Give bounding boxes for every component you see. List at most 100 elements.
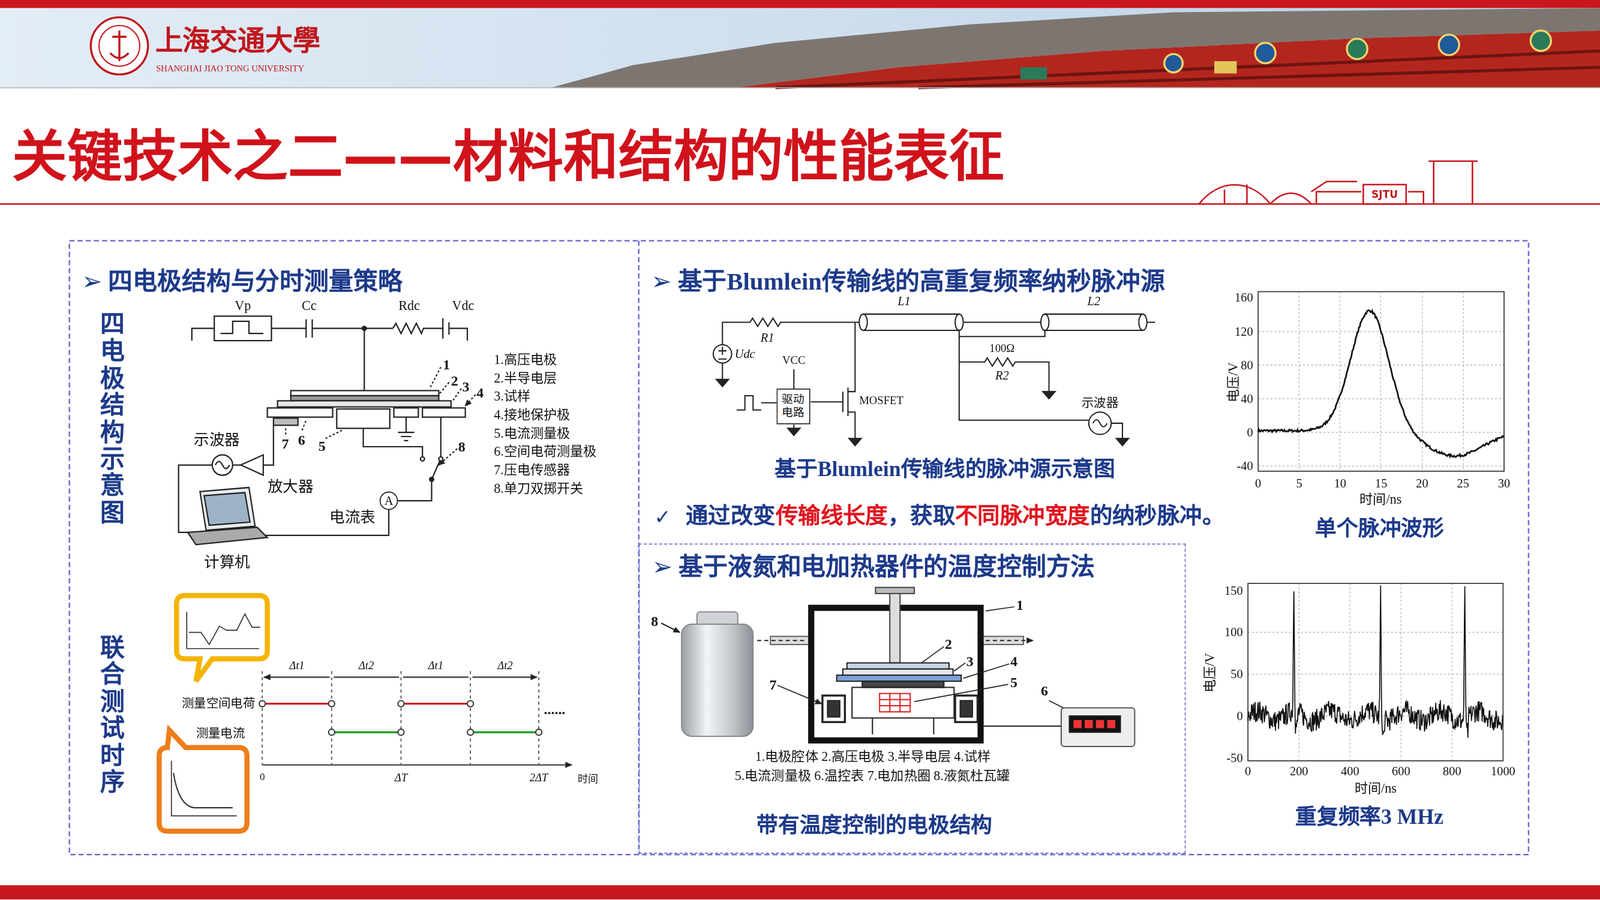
- four-electrode-circuit: [271, 319, 393, 338]
- four-electrode-circuit: [431, 461, 440, 480]
- axis-title: 时间/ns: [1354, 780, 1397, 797]
- temperature-rig: [983, 725, 1062, 728]
- title-rule: [1428, 161, 1478, 204]
- timing-dot: [467, 729, 474, 736]
- part-label: Vdc: [451, 298, 474, 315]
- title-rule: [1311, 181, 1424, 204]
- blumlein-circuit: [963, 321, 1041, 323]
- note-text: 的纳秒脉冲。: [1090, 503, 1226, 530]
- header-banner: [0, 8, 1600, 89]
- timing-diagram: [158, 595, 572, 832]
- part-label: 放大器: [267, 477, 314, 497]
- four-electrode-circuit: [438, 457, 443, 462]
- axis-tick: 200: [1289, 764, 1309, 779]
- blumlein-circuit: [1138, 314, 1148, 331]
- callout-number: 6: [1040, 683, 1049, 702]
- axis-tick: 10: [1334, 476, 1347, 491]
- timing-diagram: [176, 595, 267, 682]
- four-electrode-circuit: [420, 457, 425, 462]
- callout-number: 5: [318, 438, 326, 456]
- four-electrode-circuit: [273, 418, 299, 426]
- timing-diagram: [262, 703, 471, 705]
- axis-title: 电压/V: [1224, 362, 1241, 403]
- temperature-rig: [851, 687, 954, 719]
- timing-diagram: [188, 614, 261, 645]
- four-electrode-circuit: [240, 455, 263, 476]
- four-electrode-circuit: [397, 417, 414, 441]
- blumlein-circuit: [722, 318, 864, 345]
- section-heading: ➢ 四电极结构与分时测量策略: [81, 267, 402, 297]
- part-label: 1.电极腔体 2.高压电极 3.半导电层 4.试样: [755, 748, 991, 765]
- blumlein-circuit: [1093, 419, 1108, 428]
- callout-number: 1: [1016, 598, 1024, 616]
- bottom-bar: [0, 885, 1600, 900]
- part-label: 7.压电传感器: [493, 462, 570, 479]
- logo-text: SJTU: [1371, 188, 1398, 201]
- header-banner: [0, 0, 1600, 9]
- component-label: L1: [897, 293, 911, 309]
- pulse-train-chart: [1247, 583, 1503, 762]
- part-label: 电流表: [329, 508, 376, 527]
- part-label: 5.电流测量极 6.温控表 7.电加热圈 8.液氮杜瓦罐: [734, 768, 1011, 785]
- timing-label: ΔT: [394, 771, 408, 785]
- four-electrode-circuit: [285, 420, 458, 466]
- four-electrode-circuit: [263, 425, 274, 465]
- callout-number: 8: [650, 614, 659, 632]
- temperature-rig: [1069, 716, 1121, 733]
- content-panel: [69, 240, 1529, 855]
- temperature-rig: [661, 623, 680, 633]
- four-electrode-circuit: [429, 367, 476, 407]
- timing-diagram: [171, 761, 237, 817]
- title-rule: [1363, 184, 1406, 204]
- four-electrode-circuit: [260, 506, 389, 536]
- blumlein-circuit: [718, 346, 727, 359]
- pulse-chart: [1258, 291, 1505, 471]
- temperature-rig: [842, 669, 954, 676]
- driver-circuit-box: 驱动电路: [776, 388, 810, 425]
- four-electrode-circuit: [215, 461, 230, 470]
- axis-tick: 80: [1240, 358, 1253, 373]
- axis-tick: 5: [1295, 476, 1302, 491]
- header-banner: [1020, 67, 1047, 80]
- temperature-rig: [1073, 720, 1082, 729]
- four-electrode-circuit: [422, 407, 465, 417]
- callout-number: 7: [769, 677, 777, 695]
- header-banner: [0, 86, 1600, 89]
- temperature-rig: [879, 694, 911, 713]
- blumlein-circuit: [859, 314, 868, 331]
- timing-label: Δt2: [358, 659, 375, 673]
- axis-tick: -40: [1236, 458, 1253, 474]
- axis-tick: 160: [1234, 290, 1254, 305]
- axis-tick: 30: [1498, 476, 1511, 491]
- temperature-rig: [1061, 707, 1135, 747]
- temperature-rig: [822, 695, 845, 723]
- temperature-rig: [875, 587, 915, 594]
- four-electrode-circuit: [214, 316, 272, 341]
- blumlein-circuit: [848, 438, 861, 446]
- four-electrode-circuit: [394, 407, 419, 417]
- part-label: Cc: [301, 298, 317, 315]
- temperature-rig: [836, 675, 962, 682]
- four-electrode-circuit: [199, 487, 255, 531]
- blumlein-circuit: [787, 428, 800, 436]
- header-banner: [1530, 30, 1551, 51]
- temperature-rig: [955, 695, 978, 723]
- four-electrode-circuit: [363, 417, 441, 458]
- four-electrode-circuit: [178, 316, 476, 545]
- content-panel: [69, 240, 1529, 855]
- timing-diagram: [331, 731, 539, 734]
- blumlein-circuit: [1042, 391, 1055, 399]
- pulse-train-chart: [1247, 583, 1503, 762]
- blumlein-circuit: [959, 336, 1089, 420]
- figure-caption: 重复频率3 MHz: [1295, 805, 1444, 831]
- temperature-rig: [777, 607, 1064, 708]
- four-electrode-circuit: [363, 328, 365, 392]
- callout-number: 3: [966, 653, 974, 672]
- axis-tick: 50: [1230, 667, 1243, 682]
- axis-tick: 800: [1442, 764, 1462, 779]
- slide-title: 关键技术之二——材料和结构的性能表征: [11, 124, 1004, 191]
- callout-number: 4: [476, 385, 484, 404]
- title-rule: [1199, 184, 1312, 204]
- check-mark: ✓: [653, 505, 672, 530]
- axis-tick: 150: [1224, 583, 1244, 599]
